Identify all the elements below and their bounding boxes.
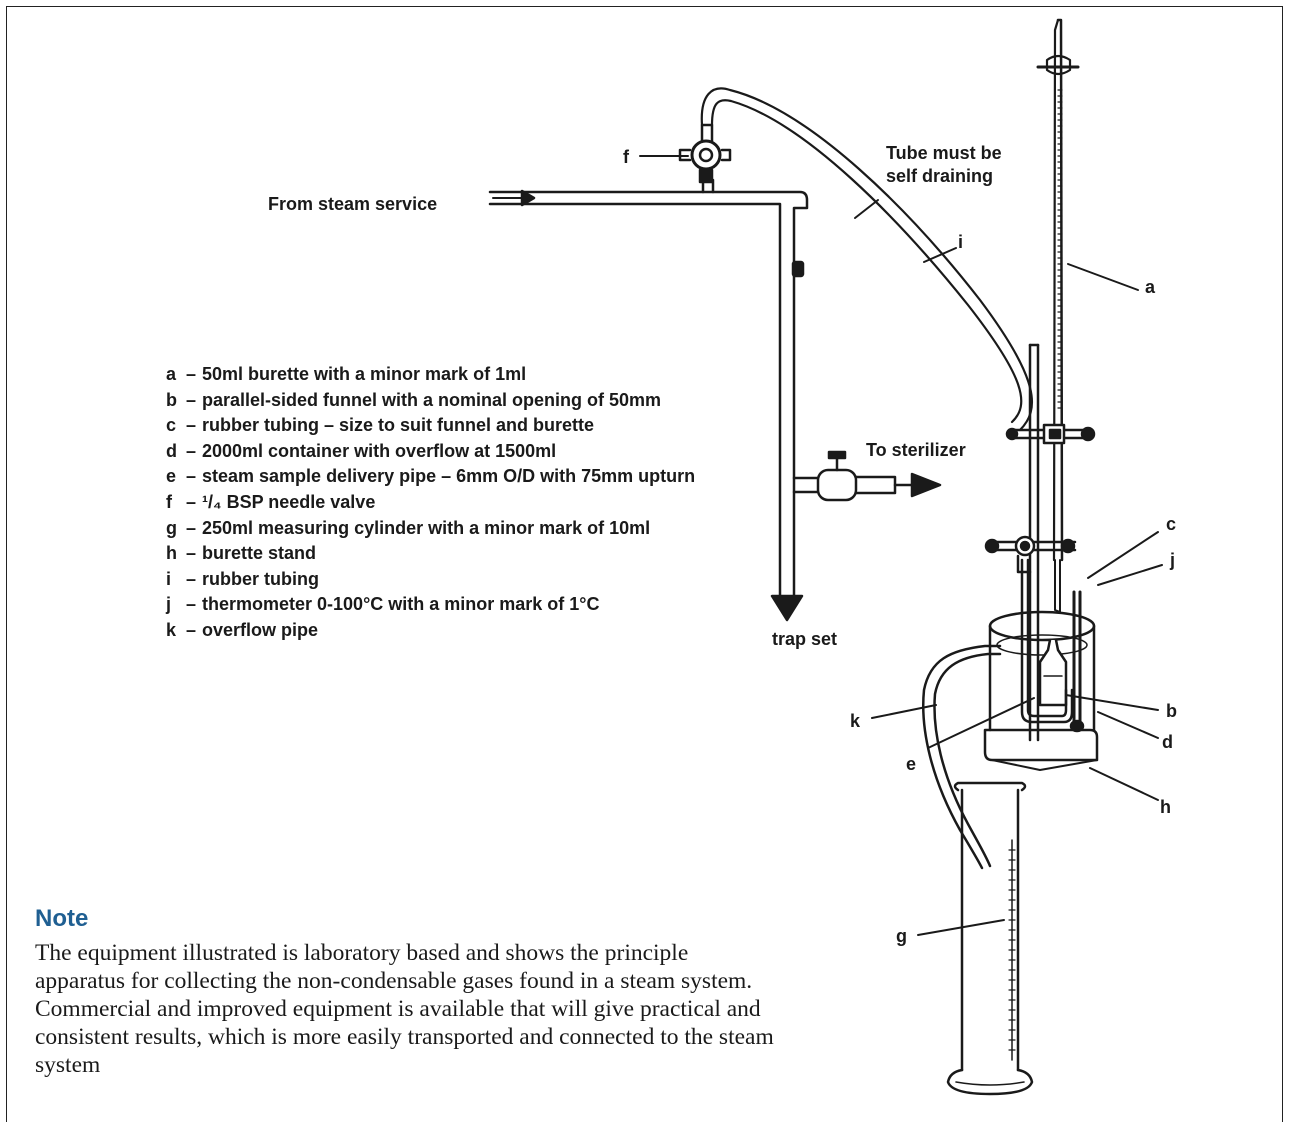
- legend-key: b: [166, 389, 177, 410]
- legend-text: burette stand: [202, 543, 317, 564]
- callout-i: i: [958, 232, 964, 252]
- legend-key: i: [166, 568, 172, 589]
- label-tube-note-line2: self draining: [886, 166, 994, 186]
- measuring-cylinder: [946, 781, 1034, 1096]
- legend-item: j–thermometer 0-100°C with a minor mark …: [166, 592, 695, 618]
- legend-key: j: [166, 594, 172, 615]
- callout-j: j: [1170, 550, 1176, 570]
- legend-item: f–¹/₄ BSP needle valve: [166, 490, 695, 516]
- note-body: The equipment illustrated is laboratory …: [35, 940, 774, 1078]
- funnel: [1038, 559, 1068, 707]
- needle-valve: [678, 123, 732, 194]
- callout-c: c: [1166, 514, 1177, 534]
- container: [988, 610, 1096, 732]
- leader-c: [1087, 531, 1159, 579]
- legend-key: d: [166, 440, 177, 461]
- legend-text: 2000ml container with overflow at 1500ml: [202, 440, 557, 461]
- leader-d: [1097, 711, 1159, 739]
- legend-key: e: [166, 466, 177, 487]
- legend-text: thermometer 0-100°C with a minor mark of…: [202, 594, 600, 615]
- legend-key: k: [166, 619, 177, 640]
- legend-text: ¹/₄ BSP needle valve: [202, 491, 376, 512]
- leader-tube-note: [854, 199, 879, 219]
- legend-item: e–steam sample delivery pipe – 6mm O/D w…: [166, 464, 695, 490]
- burette: [1036, 18, 1080, 562]
- legend-text: parallel-sided funnel with a nominal ope…: [202, 389, 662, 410]
- legend: a–50ml burette with a minor mark of 1ml …: [166, 362, 695, 644]
- leader-j: [1097, 564, 1163, 586]
- legend-key: c: [166, 415, 177, 436]
- label-from-steam-service: From steam service: [268, 194, 438, 214]
- legend-key: a: [166, 364, 177, 384]
- delivery-pipe: [1020, 558, 1074, 724]
- legend-item: i–rubber tubing: [166, 567, 695, 593]
- callout-f: f: [623, 147, 629, 167]
- leader-k: [871, 704, 937, 719]
- legend-item: d–2000ml container with overflow at 1500…: [166, 439, 695, 465]
- legend-item: g–250ml measuring cylinder with a minor …: [166, 516, 695, 542]
- label-to-sterilizer: To sterilizer: [866, 440, 966, 460]
- gate-valve: [816, 468, 858, 502]
- legend-key: f: [166, 491, 172, 512]
- legend-text: rubber tubing – size to suit funnel and …: [202, 415, 595, 436]
- callout-e: e: [906, 754, 917, 774]
- legend-text: 50ml burette with a minor mark of 1ml: [202, 364, 527, 384]
- leader-lines: [639, 155, 1163, 936]
- callout-h: h: [1160, 797, 1171, 817]
- legend-item: c–rubber tubing – size to suit funnel an…: [166, 413, 695, 439]
- legend-text: overflow pipe: [202, 619, 319, 640]
- legend-item: h–burette stand: [166, 541, 695, 567]
- legend-item: k–overflow pipe: [166, 618, 695, 644]
- leader-h: [1089, 767, 1159, 801]
- label-trap-set: trap set: [772, 629, 838, 649]
- inlet-arrow-icon: [520, 189, 536, 207]
- callout-k: k: [850, 711, 861, 731]
- note: Note The equipment illustrated is labora…: [35, 905, 775, 1079]
- trap-set-arrow-icon: [770, 594, 804, 622]
- legend-item: a–50ml burette with a minor mark of 1ml: [166, 362, 695, 388]
- callout-d: d: [1162, 732, 1173, 752]
- callout-g: g: [896, 926, 907, 946]
- leader-e: [927, 697, 1035, 749]
- legend-text: 250ml measuring cylinder with a minor ma…: [202, 517, 651, 538]
- to-sterilizer-arrow-icon: [910, 472, 942, 498]
- leader-b: [1065, 694, 1159, 711]
- sterilizer-branch: [792, 450, 942, 502]
- pipe-union: [791, 260, 805, 278]
- label-tube-note-line1: Tube must be: [886, 143, 1002, 163]
- thermometer: [1069, 590, 1085, 733]
- legend-item: b–parallel-sided funnel with a nominal o…: [166, 388, 695, 414]
- rubber-tubing: [700, 87, 1034, 432]
- legend-text: steam sample delivery pipe – 6mm O/D wit…: [202, 466, 696, 487]
- legend-text: rubber tubing: [202, 568, 319, 589]
- steam-service-pipe: [488, 189, 809, 602]
- leader-g: [917, 919, 1005, 936]
- figure-frame: [6, 6, 1283, 1122]
- note-heading: Note: [35, 905, 89, 932]
- callout-b: b: [1166, 701, 1177, 721]
- legend-key: g: [166, 517, 177, 538]
- callout-a: a: [1145, 277, 1156, 297]
- legend-key: h: [166, 543, 177, 564]
- leader-i: [923, 247, 957, 263]
- leader-a: [1067, 263, 1139, 291]
